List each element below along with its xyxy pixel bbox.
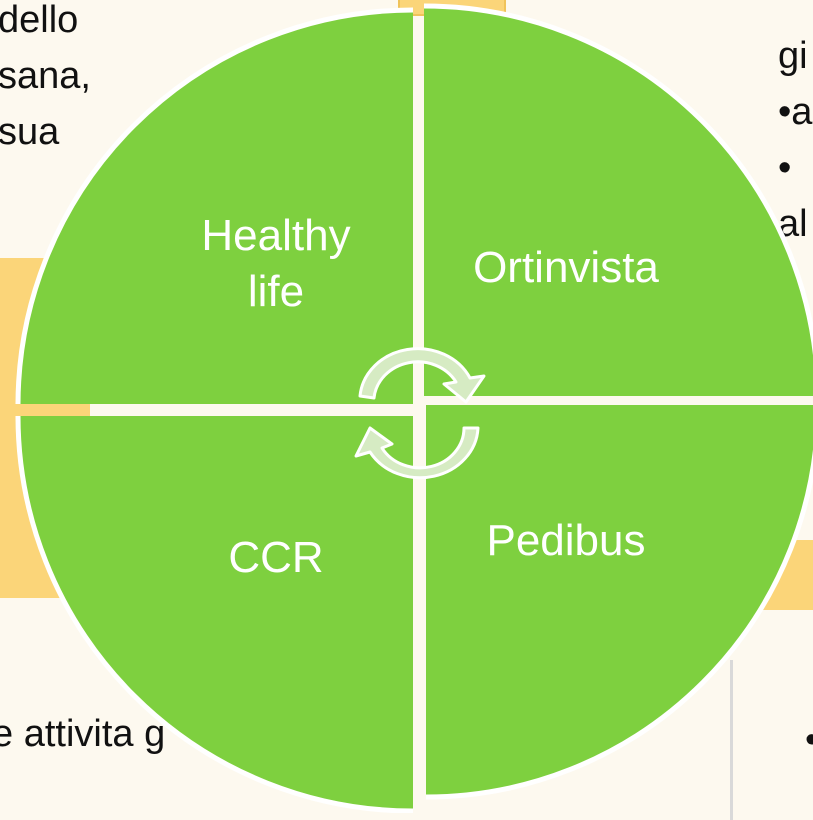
quadrant-label-line: Pedibus	[486, 516, 646, 565]
quadrant-rim	[423, 3, 813, 357]
quadrant-label-pedibus: Pedibus	[456, 513, 676, 569]
background-text-bottom-right: •	[805, 712, 813, 768]
background-text-line: sua	[0, 111, 60, 153]
quadrant-label-healthy-life: Healthy life	[176, 208, 376, 320]
quadrant-label-line: life	[247, 267, 305, 316]
quadrant-rim	[15, 7, 414, 405]
quadrant-label-ortinvista: Ortinvista	[446, 240, 686, 296]
cycle-arrows-icon	[354, 347, 486, 480]
background-text-line: dello	[0, 0, 79, 41]
quadrant-label-ccr: CCR	[196, 530, 356, 586]
quadrant-top-right	[424, 6, 813, 396]
quadrant-bottom-right	[426, 405, 813, 797]
background-text-line: sana,	[0, 55, 91, 97]
background-text-line: •a	[778, 91, 813, 133]
background-text-line: gi	[778, 35, 808, 77]
quadrant-rim	[15, 415, 414, 813]
quadrant-label-line: Healthy	[201, 211, 351, 260]
quadrant-rim	[425, 448, 813, 800]
background-frame-bottom-right	[730, 660, 813, 820]
background-text-left: dello sana, sua	[0, 0, 91, 160]
quadrant-label-line: Ortinvista	[473, 243, 659, 292]
quadrant-bottom-left	[18, 416, 413, 811]
background-text-line: •	[778, 147, 792, 189]
quadrant-top-left	[18, 10, 413, 404]
background-text-bottom-left: e attivita g	[0, 713, 166, 755]
quadrant-label-line: CCR	[228, 533, 324, 582]
